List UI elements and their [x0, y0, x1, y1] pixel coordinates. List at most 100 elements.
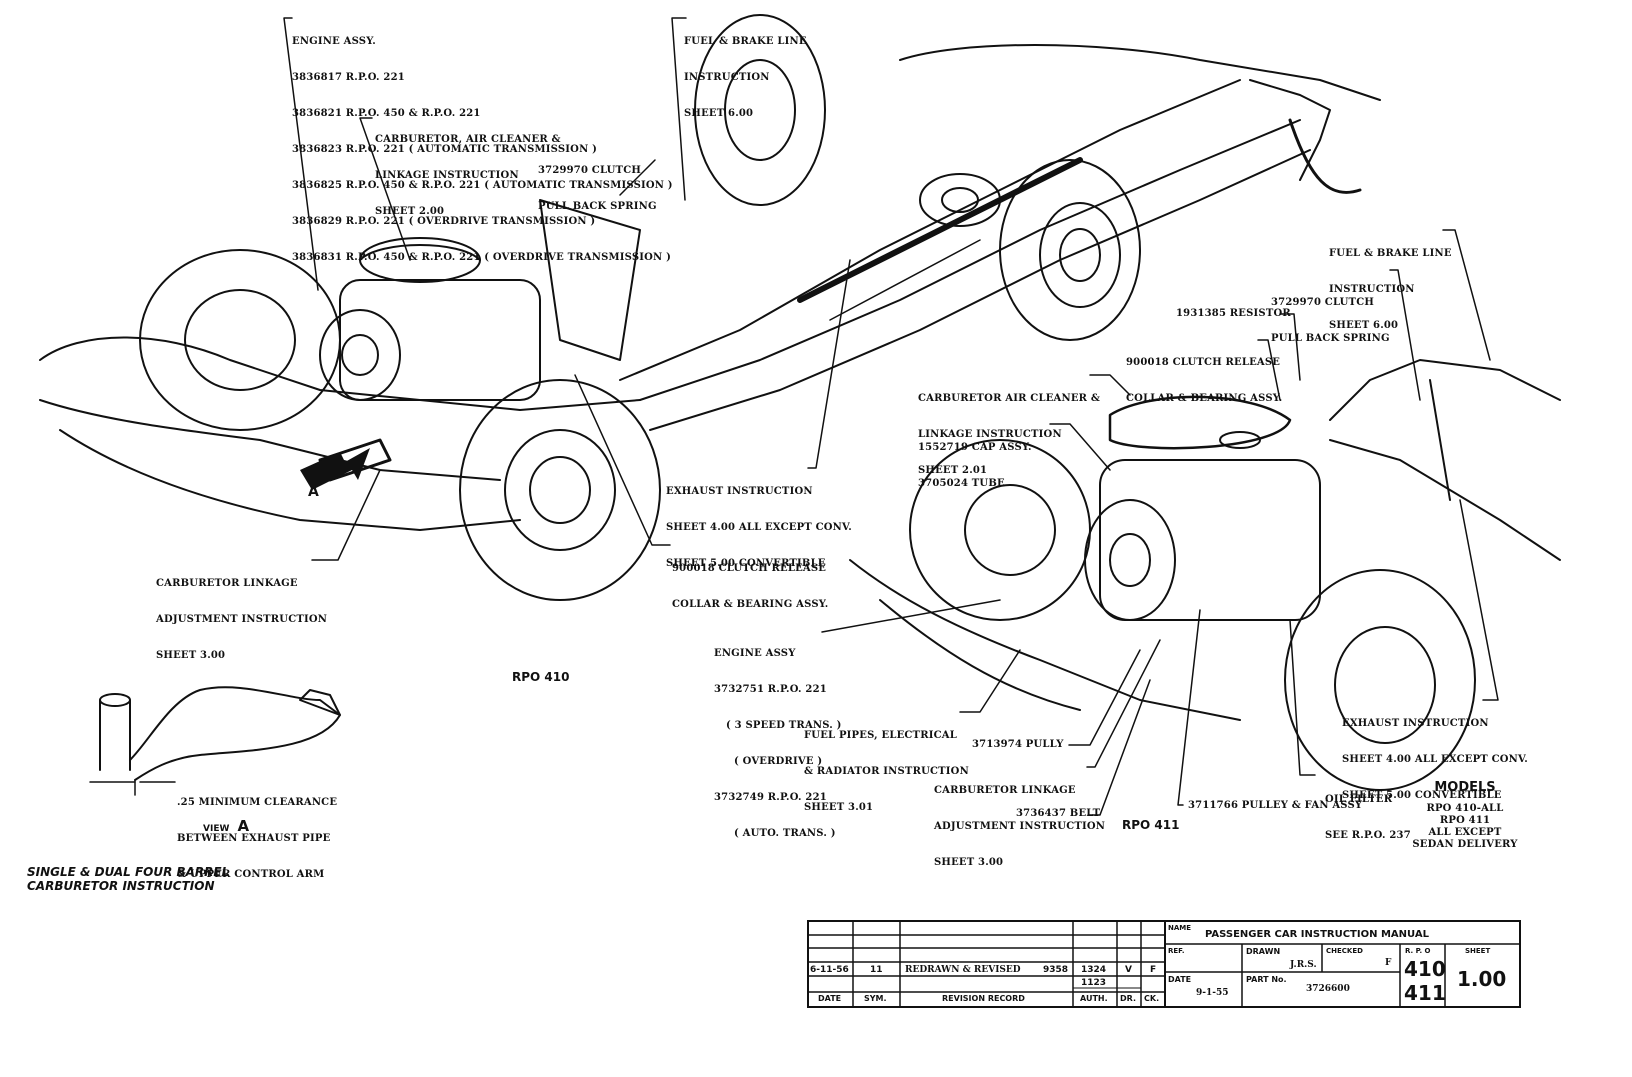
engine-assy-410-line: 3836821 R.P.O. 450 & R.P.O. 221	[292, 108, 481, 119]
models-block: MODELS RPO 410-ALL RPO 411 ALL EXCEPT SE…	[1410, 780, 1520, 851]
label-line: CARBURETOR AIR CLEANER &	[918, 393, 1101, 404]
drawing-title-line: SINGLE & DUAL FOUR BARREL	[27, 865, 230, 879]
view-a-prefix: VIEW	[203, 824, 230, 834]
label-line: INSTRUCTION	[1329, 284, 1415, 295]
oil-filter-411-label: OIL FILTER SEE R.P.O. 237	[1325, 770, 1411, 854]
label-line: SHEET 3.01	[804, 802, 874, 813]
view-a-arrow-icon	[300, 448, 370, 490]
drawn-value: J.R.S.	[1290, 960, 1317, 970]
engine-assy-410-label: ENGINE ASSY. 3836817 R.P.O. 221 3836821 …	[292, 12, 673, 276]
engine-assy-410-line: 3836829 R.P.O. 221 ( OVERDRIVE TRANSMISS…	[292, 216, 596, 227]
exhaust-410-label: EXHAUST INSTRUCTION SHEET 4.00 ALL EXCEP…	[666, 462, 852, 582]
revision-ck: F	[1150, 965, 1157, 975]
label-line: 3705024 TUBE	[918, 478, 1005, 489]
engine-assy-410-line: 3836831 R.P.O. 450 & R.P.O. 221 ( OVERDR…	[292, 252, 672, 263]
models-title: MODELS	[1434, 780, 1496, 795]
rpo-411-front-end	[849, 359, 1561, 791]
label-line: ( OVERDRIVE )	[734, 756, 823, 767]
label-line: SHEET 2.00	[375, 206, 445, 217]
label-line: SHEET 3.00	[934, 857, 1004, 868]
label-line: EXHAUST INSTRUCTION	[666, 486, 813, 497]
fuel-pipes-411-label: FUEL PIPES, ELECTRICAL & RADIATOR INSTRU…	[804, 706, 969, 826]
footer-record: REVISION RECORD	[942, 994, 1025, 1003]
revision-auth-2: 1123	[1081, 978, 1107, 988]
label-line: 3732749 R.P.O. 221	[714, 792, 827, 803]
label-line: ADJUSTMENT INSTRUCTION	[934, 821, 1106, 832]
label-line: SHEET 4.00 ALL EXCEPT CONV.	[666, 522, 852, 533]
revision-sym: 11	[870, 965, 883, 975]
part-label: PART No.	[1246, 975, 1287, 984]
view-a-marker: A	[308, 484, 319, 500]
label-line: CARBURETOR LINKAGE	[156, 578, 298, 589]
label-line: 900018 CLUTCH RELEASE	[672, 563, 827, 574]
label-line: & UPPER CONTROL ARM	[177, 869, 325, 880]
ref-label: REF.	[1168, 947, 1185, 955]
label-line: FUEL & BRAKE LINE	[684, 36, 807, 47]
belt-411-label: 3736437 BELT	[1016, 808, 1101, 819]
label-line: .25 MINIMUM CLEARANCE	[177, 797, 338, 808]
label-line: 3729970 CLUTCH	[1271, 297, 1375, 308]
footer-auth: AUTH.	[1080, 994, 1108, 1003]
sheet-value: 1.00	[1457, 967, 1507, 991]
cap-assy-411-label: 1552719 CAP ASSY. 3705024 TUBE	[918, 418, 1032, 502]
date-label: DATE	[1168, 975, 1192, 984]
label-line: 3729970 CLUTCH	[538, 165, 642, 176]
rpo-label: R. P. O	[1405, 947, 1431, 955]
label-line: COLLAR & BEARING ASSY.	[672, 599, 829, 610]
label-line: CARBURETOR LINKAGE	[934, 785, 1076, 796]
label-line: SHEET 5.00 CONVERTIBLE	[666, 558, 826, 569]
label-line: ADJUSTMENT INSTRUCTION	[156, 614, 328, 625]
rpo-410-wheels	[139, 14, 1141, 601]
label-line: OIL FILTER	[1325, 794, 1393, 805]
revision-record-no: 9358	[1043, 965, 1069, 975]
drawing-title: SINGLE & DUAL FOUR BARREL CARBURETOR INS…	[27, 865, 229, 893]
pully-411-label: 3713974 PULLY	[972, 739, 1064, 750]
label-line: EXHAUST INSTRUCTION	[1342, 718, 1489, 729]
resistor-411-label: 1931385 RESISTOR	[1176, 308, 1291, 319]
label-line: PULL BACK SPRING	[1271, 333, 1390, 344]
label-line: LINKAGE INSTRUCTION	[375, 170, 519, 181]
revision-dr: V	[1125, 965, 1132, 975]
label-line: FUEL PIPES, ELECTRICAL	[804, 730, 957, 741]
name-label: NAME	[1168, 924, 1192, 932]
models-line: RPO 411	[1439, 815, 1491, 826]
pulley-fan-411-label: 3711766 PULLEY & FAN ASSY	[1188, 800, 1363, 811]
exhaust-411-label: EXHAUST INSTRUCTION SHEET 4.00 ALL EXCEP…	[1342, 694, 1528, 814]
date-value: 9-1-55	[1196, 988, 1229, 998]
rpo-value-410: 410	[1404, 957, 1446, 981]
label-line: 3732751 R.P.O. 221	[714, 684, 827, 695]
carb-air-cleaner-410-label: CARBURETOR, AIR CLEANER & LINKAGE INSTRU…	[375, 110, 561, 230]
footer-date: DATE	[818, 994, 842, 1003]
label-line: LINKAGE INSTRUCTION	[918, 429, 1062, 440]
label-line: SHEET 3.00	[156, 650, 226, 661]
fuel-brake-410-label: FUEL & BRAKE LINE INSTRUCTION SHEET 6.00	[684, 12, 807, 132]
engine-assy-410-line: 3836825 R.P.O. 450 & R.P.O. 221 ( AUTOMA…	[292, 180, 673, 191]
fuel-brake-411-label: FUEL & BRAKE LINE INSTRUCTION SHEET 6.00	[1329, 224, 1452, 344]
label-line: ( 3 SPEED TRANS. )	[726, 720, 842, 731]
clutch-release-411-label: 900018 CLUTCH RELEASE COLLAR & BEARING A…	[1126, 333, 1283, 417]
leader-lines	[283, 17, 1499, 816]
label-line: SHEET 4.00 ALL EXCEPT CONV.	[1342, 754, 1528, 765]
drawn-label: DRAWN	[1246, 947, 1281, 956]
revision-auth: 1324	[1081, 965, 1107, 975]
view-a-detail	[89, 686, 341, 796]
label-line: ( AUTO. TRANS. )	[734, 828, 836, 839]
rpo-410-caption: RPO 410	[512, 670, 570, 684]
rpo-value-411: 411	[1404, 981, 1446, 1005]
revision-record: REDRAWN & REVISED	[905, 965, 1021, 975]
clutch-spring-410-label: 3729970 CLUTCH PULL BACK SPRING	[538, 141, 657, 225]
checked-value: F	[1385, 958, 1392, 968]
label-line: ENGINE ASSY	[714, 648, 796, 659]
models-line: ALL EXCEPT	[1428, 827, 1502, 838]
models-line: RPO 410-ALL	[1426, 803, 1504, 814]
engine-assy-410-title: ENGINE ASSY.	[292, 36, 376, 47]
clutch-spring-411-label: 3729970 CLUTCH PULL BACK SPRING	[1271, 273, 1390, 357]
label-line: SHEET 6.00	[1329, 320, 1399, 331]
clutch-release-410-label: 900018 CLUTCH RELEASE COLLAR & BEARING A…	[672, 539, 829, 623]
view-a-caption: VIEW A	[203, 816, 249, 835]
label-line: CARBURETOR, AIR CLEANER &	[375, 134, 561, 145]
label-line: FUEL & BRAKE LINE	[1329, 248, 1452, 259]
footer-sym: SYM.	[864, 994, 887, 1003]
